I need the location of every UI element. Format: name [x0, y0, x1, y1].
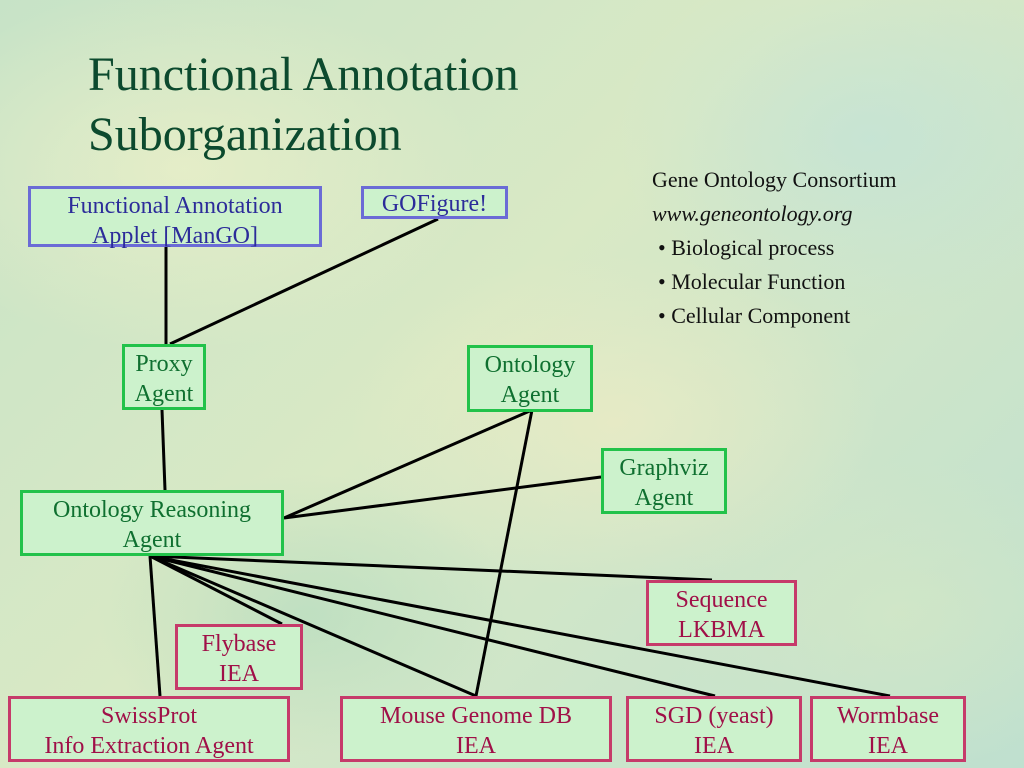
edge-ontology-reasoning-agent-to-sequence-lkbma: [149, 554, 713, 582]
slide-title-line-1: Functional Annotation: [88, 48, 519, 101]
node-label-line-2: IEA: [456, 733, 496, 759]
node-label-line-1: GOFigure!: [381, 191, 488, 217]
node-label-line-2: Agent: [134, 381, 194, 407]
node-label-line-2: IEA: [219, 661, 259, 687]
node-proxy-agent: Proxy Agent: [122, 344, 206, 410]
node-label-line-1: Functional Annotation: [67, 193, 283, 219]
node-label-line-1: SwissProt: [100, 703, 198, 729]
node-label-line-1: Proxy: [135, 351, 193, 377]
node-label-line-2: LKBMA: [678, 617, 765, 643]
node-label-line-1: Ontology Reasoning: [53, 497, 251, 523]
edge-ontology-agent-to-mouse-genome-db: [474, 409, 534, 697]
info-heading: Gene Ontology Consortium: [652, 167, 897, 192]
node-label-line-2: Agent: [500, 382, 560, 408]
info-bullet-molecular-function: • Molecular Function: [658, 269, 846, 294]
node-sequence-lkbma: Sequence LKBMA: [646, 580, 797, 646]
edge-ontology-reasoning-agent-to-flybase-iea: [149, 554, 283, 626]
edge-ontology-reasoning-agent-to-ontology-agent: [283, 408, 533, 520]
info-bullet-biological-process: • Biological process: [658, 235, 835, 260]
node-label-line-2: IEA: [868, 733, 908, 759]
node-swissprot: SwissProt Info Extraction Agent: [8, 696, 290, 762]
node-gofigure: GOFigure!: [361, 186, 508, 219]
node-mouse-genome-db: Mouse Genome DB IEA: [340, 696, 612, 762]
node-label-line-1: Ontology: [484, 352, 576, 378]
node-label-line-1: Flybase: [201, 631, 277, 657]
node-label-line-2: IEA: [694, 733, 734, 759]
edge-ontology-reasoning-agent-to-sgd-yeast: [149, 554, 716, 698]
node-label-line-2: Agent: [634, 485, 694, 511]
slide-title: Functional Annotation Suborganization: [88, 45, 519, 165]
info-bullet-cellular-component: • Cellular Component: [658, 303, 851, 328]
node-graphviz-agent: Graphviz Agent: [601, 448, 727, 514]
node-label-line-2: Info Extraction Agent: [44, 733, 254, 759]
node-ontology-agent: Ontology Agent: [467, 345, 593, 412]
gene-ontology-info: Gene Ontology Consortium www.geneontolog…: [652, 163, 896, 333]
node-label-line-1: SGD (yeast): [654, 703, 774, 729]
node-label-line-2: Applet [ManGO]: [92, 223, 258, 249]
node-wormbase-iea: Wormbase IEA: [810, 696, 966, 762]
edge-ontology-reasoning-agent-to-graphviz-agent: [283, 475, 602, 520]
node-ontology-reasoning-agent: Ontology Reasoning Agent: [20, 490, 284, 556]
node-label-line-2: Agent: [122, 527, 182, 553]
edge-ontology-reasoning-agent-to-wormbase-iea: [149, 554, 891, 698]
node-label-line-1: Sequence: [675, 587, 768, 613]
edge-ontology-reasoning-agent-to-swissprot: [148, 555, 162, 697]
edge-gofigure-to-proxy-agent: [169, 217, 439, 346]
edge-proxy-agent-to-ontology-reasoning-agent: [160, 409, 167, 491]
edge-ontology-reasoning-agent-to-mouse-genome-db: [149, 554, 477, 698]
node-functional-annotation-applet: Functional Annotation Applet [ManGO]: [28, 186, 322, 249]
node-label-line-1: Wormbase: [836, 703, 940, 729]
node-label-line-1: Mouse Genome DB: [380, 703, 572, 729]
node-sgd-yeast: SGD (yeast) IEA: [626, 696, 802, 762]
node-flybase-iea: Flybase IEA: [175, 624, 303, 690]
info-url: www.geneontology.org: [652, 201, 853, 226]
slide-title-line-2: Suborganization: [88, 108, 402, 161]
node-label-line-1: Graphviz: [619, 455, 709, 481]
